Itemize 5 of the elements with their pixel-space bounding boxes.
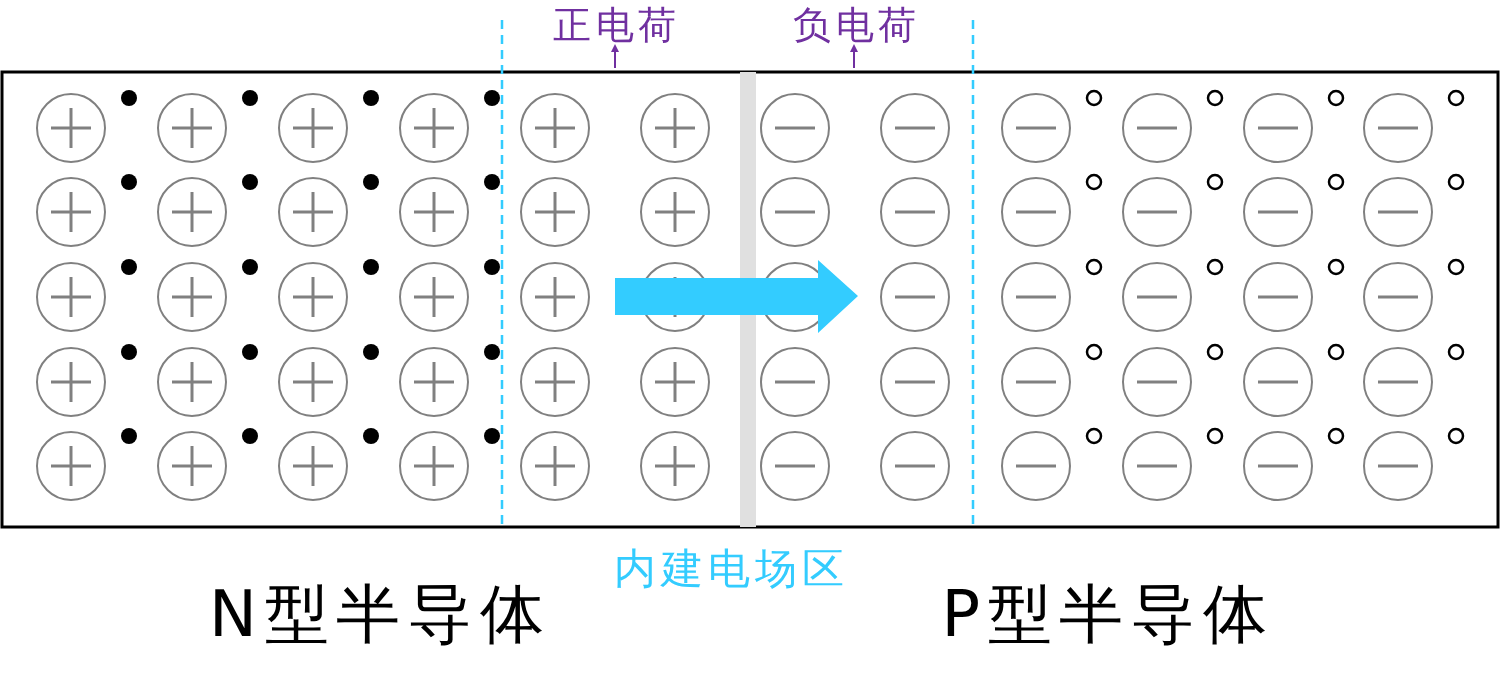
charge-label: 正电荷 bbox=[553, 6, 681, 44]
charge-label: 负电荷 bbox=[793, 6, 921, 44]
region-label: N型半导体 bbox=[209, 582, 552, 646]
region-label: P型半导体 bbox=[941, 582, 1275, 646]
region-label: 内建电场区 bbox=[613, 548, 849, 590]
